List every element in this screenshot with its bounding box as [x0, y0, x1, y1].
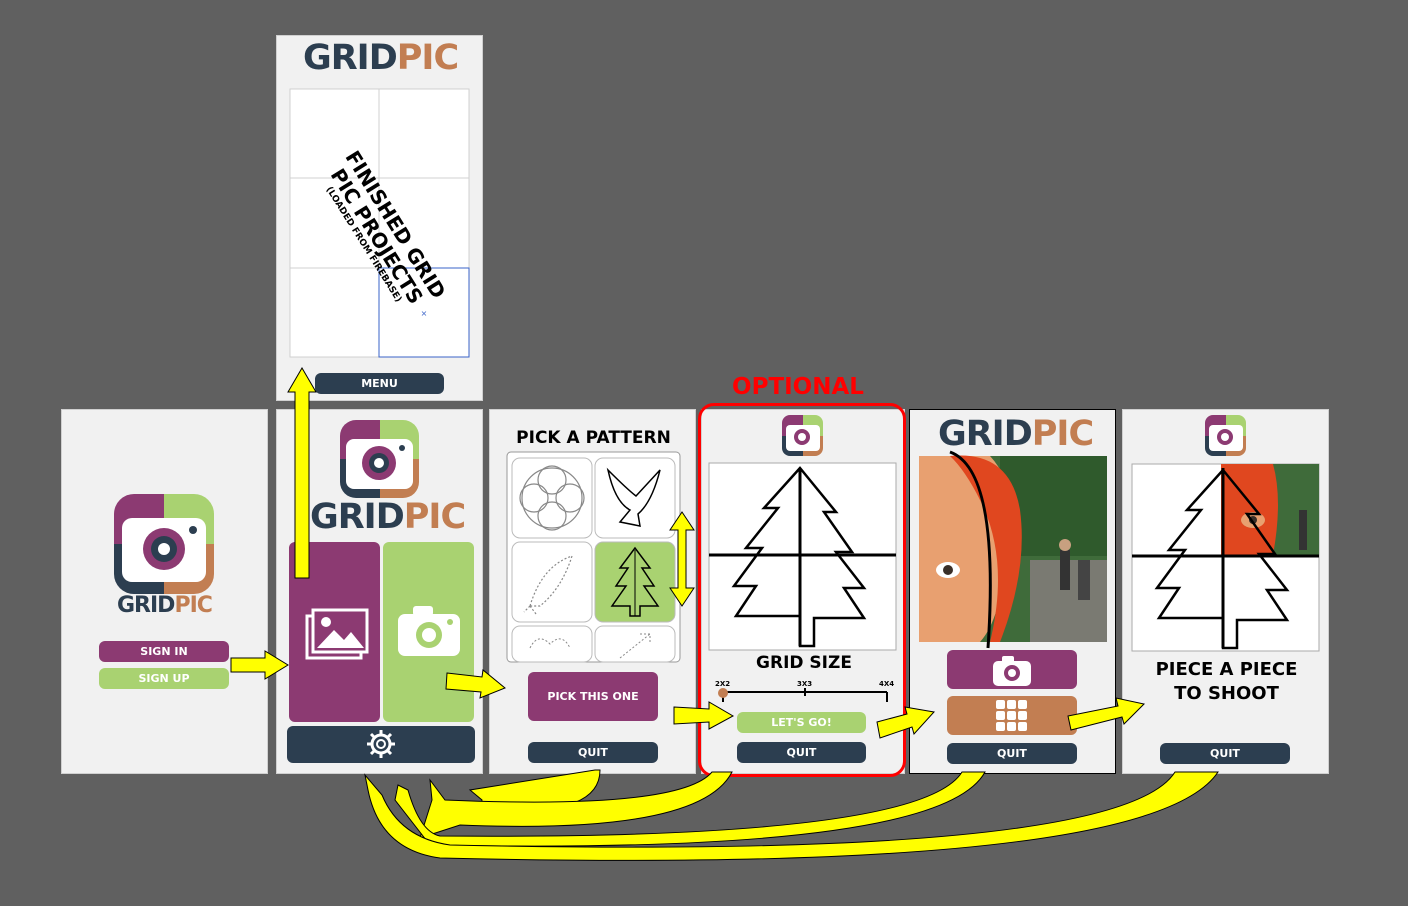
home-screen: GRIDPIC [276, 409, 483, 774]
lets-go-button[interactable]: LET'S GO! [737, 712, 866, 733]
app-logo-icon [340, 420, 419, 498]
brand-logo: GRIDPIC [303, 38, 459, 78]
gallery-button[interactable] [289, 542, 380, 722]
grid-size-title: GRID SIZE [756, 653, 852, 673]
result-screen: PIECE A PIECE TO SHOOT QUIT [1122, 409, 1329, 774]
sign-in-button[interactable]: SIGN IN [99, 641, 229, 662]
brand-pic: PIC [403, 497, 466, 537]
settings-button[interactable] [287, 726, 475, 763]
camera-icon [398, 606, 460, 656]
brand-logo: GRIDPIC [938, 414, 1094, 454]
tick-4x4: 4X4 [879, 680, 895, 688]
arrow-result-back [364, 771, 1219, 861]
brand-pic: PIC [174, 593, 212, 618]
pattern-list[interactable] [490, 410, 697, 775]
brand-pic: PIC [1031, 414, 1094, 454]
result-preview [1131, 463, 1320, 652]
pattern-screen: PICK A PATTERN PICK THIS ONE QUIT [489, 409, 696, 774]
arrow-gridsize-back [419, 771, 733, 839]
gear-icon [367, 730, 395, 758]
grid-button[interactable] [947, 696, 1077, 735]
sign-up-button[interactable]: SIGN UP [99, 668, 229, 689]
result-title-line2: TO SHOOT [1174, 683, 1279, 704]
tick-2x2: 2X2 [715, 680, 731, 688]
svg-text:×: × [421, 309, 428, 318]
arrow-camera-back [394, 771, 986, 847]
grid-preview [708, 462, 897, 651]
app-logo-icon [782, 415, 823, 456]
shoot-button[interactable] [947, 650, 1077, 689]
quit-button[interactable]: QUIT [1160, 743, 1290, 764]
camera-icon [993, 656, 1031, 686]
brand-grid: GRID [310, 497, 405, 537]
brand-grid: GRID [938, 414, 1033, 454]
grid-size-screen: GRID SIZE 2X2 3X3 4X4 LET'S GO! QUIT [701, 409, 905, 774]
quit-button[interactable]: QUIT [737, 742, 866, 763]
camera-screen: GRIDPIC QUIT [909, 409, 1116, 774]
result-title-line1: PIECE A PIECE [1155, 659, 1298, 680]
quit-button[interactable]: QUIT [947, 743, 1077, 764]
brand-grid: GRID [303, 38, 398, 78]
signin-screen: GRIDPIC SIGN IN SIGN UP [61, 409, 268, 774]
tick-3x3: 3X3 [797, 680, 813, 688]
app-logo-icon [1205, 415, 1246, 456]
brand-logo: GRIDPIC [310, 497, 466, 537]
gallery-icon [305, 608, 369, 660]
projects-grid: × [289, 88, 470, 358]
optional-frame [698, 403, 906, 777]
quit-button[interactable]: QUIT [528, 742, 658, 763]
brand-grid: GRID [117, 593, 175, 618]
grid-size-slider[interactable] [702, 410, 906, 775]
grid-icon [996, 700, 1027, 731]
brand-logo: GRIDPIC [117, 593, 213, 618]
camera-button[interactable] [383, 542, 474, 722]
gallery-screen: GRIDPIC × FINISHED GRID PIC PROJECTS (LO… [276, 35, 483, 401]
brand-pic: PIC [396, 38, 459, 78]
app-logo-icon [114, 494, 214, 594]
pick-this-one-button[interactable]: PICK THIS ONE [528, 672, 658, 721]
optional-label: OPTIONAL [732, 374, 864, 400]
pattern-title: PICK A PATTERN [516, 428, 671, 448]
camera-preview [919, 450, 1107, 649]
menu-button[interactable]: MENU [315, 373, 444, 394]
arrow-pattern-back [468, 769, 601, 821]
